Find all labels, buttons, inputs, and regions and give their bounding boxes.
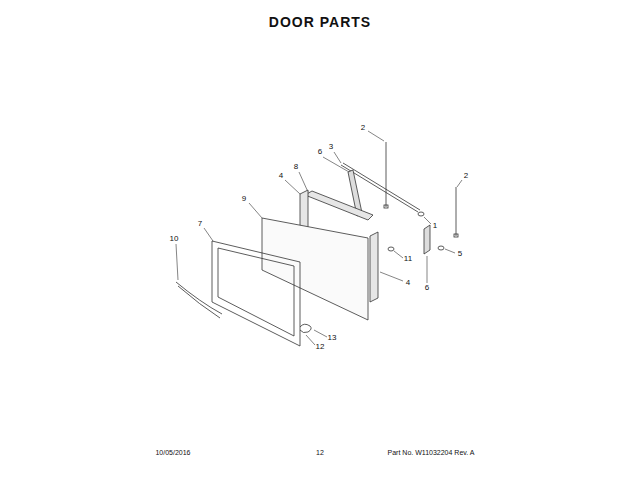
callout-number: 4 xyxy=(406,279,410,287)
callout-number: 2 xyxy=(464,172,468,180)
callout-number: 6 xyxy=(425,284,429,292)
screw xyxy=(456,187,457,236)
callout-number: 2 xyxy=(361,124,365,132)
side-channel xyxy=(370,232,378,302)
hinge-bracket xyxy=(424,225,430,254)
callout-number: 10 xyxy=(170,235,179,243)
callout-number: 6 xyxy=(318,148,322,156)
screw xyxy=(386,142,387,207)
callout-number: 8 xyxy=(294,163,298,171)
door-frame xyxy=(212,241,300,346)
footer-text: 10/05/2016 xyxy=(155,449,190,456)
leader-lines xyxy=(176,131,462,345)
screw-head xyxy=(454,234,458,237)
screw xyxy=(438,246,444,250)
door-frame-inner xyxy=(218,248,294,336)
callout-number: 9 xyxy=(242,195,246,203)
clip xyxy=(300,324,311,332)
callout-number: 13 xyxy=(328,334,337,342)
page-title: DOOR PARTS xyxy=(269,15,371,29)
washer xyxy=(418,212,424,216)
footer-text: Part No. W11032204 Rev. A xyxy=(388,449,475,456)
callout-number: 11 xyxy=(404,255,412,263)
top-channel xyxy=(305,191,373,220)
screw-head xyxy=(384,205,388,208)
callout-number: 5 xyxy=(458,250,462,258)
callout-number: 1 xyxy=(433,222,437,230)
footer-text: 12 xyxy=(316,449,324,456)
callout-number: 3 xyxy=(329,143,333,151)
callout-number: 12 xyxy=(316,343,325,351)
door-handle xyxy=(176,282,222,318)
inner-glass xyxy=(262,218,368,320)
callout-number: 4 xyxy=(279,172,283,180)
screw xyxy=(388,247,394,251)
callout-number: 7 xyxy=(198,220,202,228)
